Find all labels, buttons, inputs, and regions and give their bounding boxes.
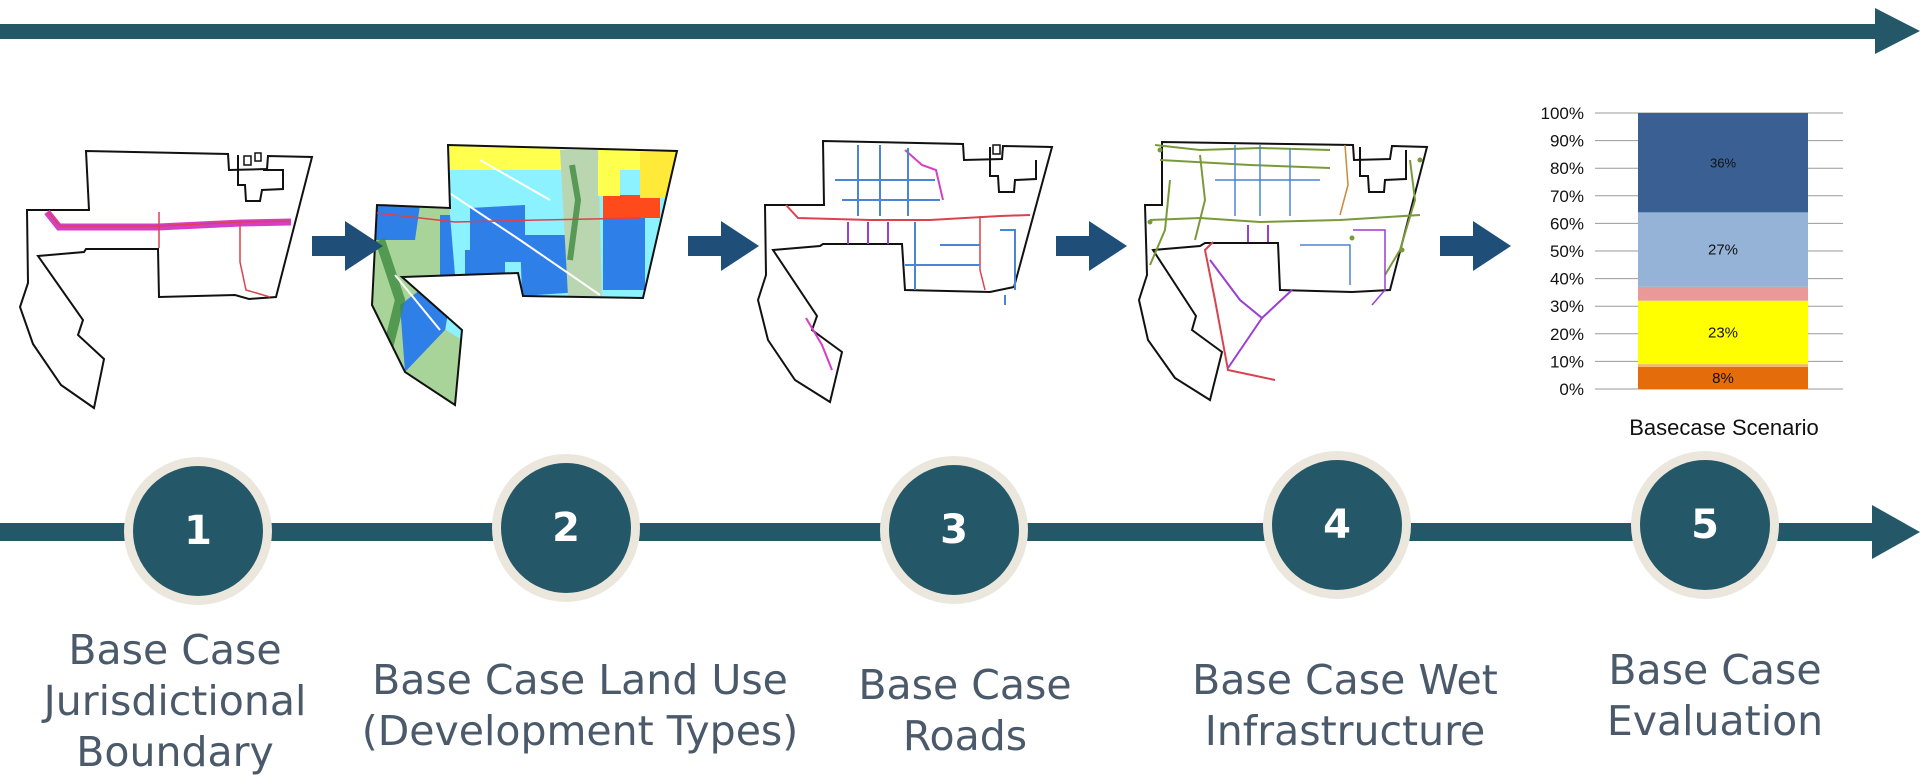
step-5-badge: 5 (1631, 451, 1779, 599)
chart-tick-label: 60% (1550, 214, 1584, 233)
chart-data-label: 27% (1708, 242, 1738, 259)
step-1-label-line: Boundary (76, 728, 274, 776)
step-4-label-line: Infrastructure (1204, 707, 1486, 755)
step-1-label-line: Base Case (68, 626, 282, 674)
wet-infrastructure-outline (1137, 140, 1429, 402)
chart-data-label: 23% (1708, 324, 1738, 341)
step-2-label: Base Case Land Use (Development Types) (360, 655, 800, 757)
chart-bar-segment (1638, 300, 1808, 365)
chart-tick-label: 40% (1550, 270, 1584, 289)
boundary-outline (18, 149, 314, 410)
step-3-badge: 3 (880, 456, 1028, 604)
chart-tick-label: 30% (1550, 297, 1584, 316)
step-2-label-line: Base Case Land Use (372, 656, 788, 704)
chart-bar-segment (1638, 212, 1808, 287)
chart-bar-segment (1638, 286, 1808, 301)
step-4-label: Base Case Wet Infrastructure (1160, 655, 1530, 757)
map-jurisdictional-boundary (18, 149, 314, 410)
step-2-badge: 2 (492, 454, 640, 602)
top-timeline-arrow (0, 8, 1920, 54)
step-arrow-icon (312, 221, 383, 271)
chart-tick-label: 80% (1550, 159, 1584, 178)
map-land-use (370, 143, 679, 407)
chart-tick-label: 20% (1550, 325, 1584, 344)
step-3-label-line: Base Case (858, 661, 1072, 709)
chart-tick-label: 90% (1550, 132, 1584, 151)
chart-bar-segment (1638, 366, 1808, 389)
evaluation-chart: 0% 10% 20% 30% 40% 50% 60% 70% 80% 90% 100% 8% 23% 2… (1541, 104, 1843, 440)
chart-ticks: 0% 10% 20% 30% 40% 50% 60% 70% 80% 90% 100% (1541, 104, 1584, 399)
step-5-label-line: Base Case (1608, 646, 1822, 694)
step-1-badge: 1 (124, 457, 272, 605)
step-3-label: Base Case Roads (820, 660, 1110, 762)
step-4-badge: 4 (1263, 451, 1411, 599)
chart-data-label: 8% (1712, 370, 1734, 387)
chart-data-label: 36% (1710, 156, 1736, 171)
land-use-outline (370, 143, 679, 407)
map-wet-infrastructure (1137, 140, 1429, 402)
step-arrow-icon (1440, 221, 1511, 271)
chart-xlabel: Basecase Scenario (1629, 415, 1819, 440)
step-5-label-line: Evaluation (1606, 697, 1824, 745)
step-arrow-icon (1056, 221, 1127, 271)
chart-tick-label: 100% (1541, 104, 1584, 123)
chart-bar-segment (1638, 113, 1808, 213)
step-arrow-icon (688, 221, 759, 271)
highway-line (44, 209, 292, 231)
step-4-label-line: Base Case Wet (1192, 656, 1498, 704)
chart-bar-segment (1638, 364, 1808, 367)
step-2-label-line: (Development Types) (361, 707, 799, 755)
roads-outline (756, 139, 1054, 404)
chart-bars (1638, 113, 1808, 389)
chart-tick-label: 70% (1550, 187, 1584, 206)
chart-tick-label: 0% (1559, 380, 1584, 399)
step-1-label: Base Case Jurisdictional Boundary (25, 625, 325, 778)
step-5-label: Base Case Evaluation (1570, 645, 1860, 747)
map-roads (756, 139, 1054, 404)
step-3-label-line: Roads (902, 712, 1028, 760)
chart-tick-label: 50% (1550, 242, 1584, 261)
step-1-label-line: Jurisdictional (43, 677, 307, 725)
chart-tick-label: 10% (1550, 352, 1584, 371)
chart-labels: 8% 23% 27% 36% (1708, 156, 1738, 387)
